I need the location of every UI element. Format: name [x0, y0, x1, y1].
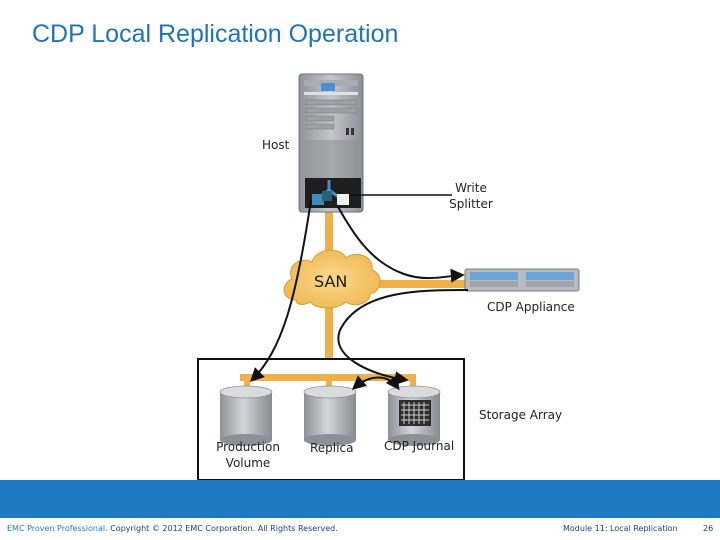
footer-copyright: EMC Proven Professional. Copyright © 201…: [7, 524, 338, 533]
footer: [0, 518, 720, 540]
replica-label: Replica: [310, 441, 354, 455]
storage-array-box: [197, 358, 465, 480]
san-appliance-connector: [370, 280, 468, 288]
production-volume-disk-icon: [219, 385, 273, 446]
footer-page-number: 26: [703, 524, 714, 533]
write-splitter-label-line2: Splitter: [449, 197, 493, 211]
write-splitter-label-line1: Write: [455, 181, 487, 195]
production-volume-label-line2: Volume: [225, 456, 271, 470]
cdp-appliance-to-journal-arrow: [337, 289, 469, 386]
host-server-icon: [298, 73, 364, 213]
cdp-appliance-label: CDP Appliance: [487, 300, 575, 314]
diagram: [197, 73, 580, 480]
footer-copyright-text: Copyright © 2012 EMC Corporation. All Ri…: [107, 524, 338, 533]
host-to-production-volume-arrow: [250, 199, 312, 382]
write-splitter-icon: [312, 180, 349, 205]
footer-bar: [0, 480, 720, 518]
page-title: CDP Local Replication Operation: [32, 20, 399, 48]
san-array-connector: [325, 300, 333, 360]
san-label: SAN: [314, 272, 348, 291]
splitter-to-cdp-appliance-arrow: [336, 204, 465, 283]
san-cloud-icon: [283, 249, 381, 309]
production-volume-label: Production Volume: [210, 439, 286, 471]
journal-to-replica-arrow: [351, 374, 400, 391]
production-volume-label-line1: Production: [216, 440, 280, 454]
host-san-connector: [325, 212, 333, 270]
cdp-journal-label: CDP Journal: [384, 439, 455, 453]
array-disk-drop-1: [244, 374, 250, 394]
replica-disk-icon: [303, 385, 357, 446]
array-disk-drop-3: [410, 374, 416, 394]
host-label: Host: [262, 138, 290, 152]
footer-module: Module 11: Local Replication: [563, 524, 678, 533]
footer-brand: EMC Proven Professional.: [7, 524, 108, 533]
cdp-journal-disk-icon: [387, 385, 441, 446]
array-disk-drop-2: [326, 374, 332, 394]
cdp-appliance-icon: [464, 268, 580, 292]
storage-array-label: Storage Array: [479, 408, 563, 422]
write-splitter-label: Write Splitter: [449, 180, 493, 212]
